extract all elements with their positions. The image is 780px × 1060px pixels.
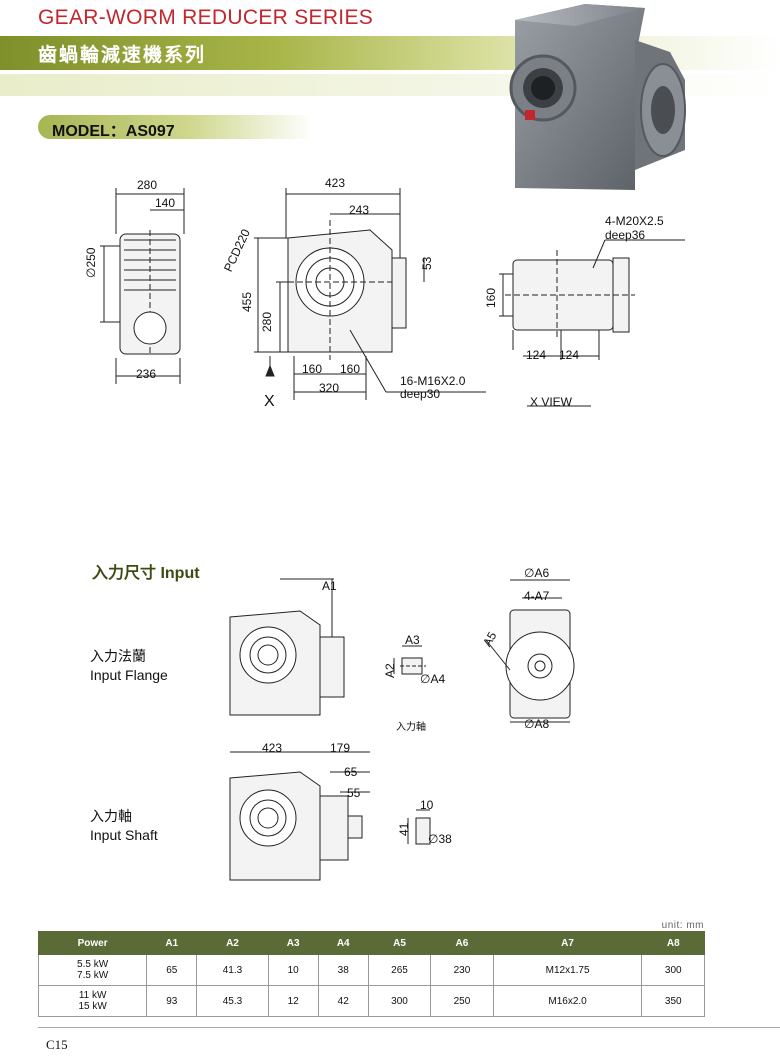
dim-dia-250: ∅250 — [84, 247, 98, 278]
table-cell: 300 — [641, 954, 705, 986]
table-cell: 300 — [367, 985, 432, 1017]
dim-320: 320 — [319, 381, 340, 395]
dim-s65: 65 — [344, 765, 358, 779]
table-cell: 350 — [641, 985, 705, 1017]
input-shaft-en: Input Shaft — [90, 827, 158, 843]
product-image — [509, 4, 686, 190]
dim-455: 455 — [240, 291, 254, 312]
dim-tap: 4-M20X2.5 — [605, 214, 664, 228]
dim-a4: ∅A4 — [420, 672, 446, 686]
title-en: GEAR-WORM REDUCER SERIES — [38, 6, 374, 29]
dim-160-left: 160 — [302, 362, 323, 376]
table-cell: M12x1.75 — [492, 954, 643, 986]
model-badge: MODEL：AS097 — [38, 115, 313, 140]
x-marker: X — [264, 393, 275, 410]
dim-bolt: 16-M16X2.0 — [400, 374, 466, 388]
front-view-drawing — [254, 188, 486, 400]
dim-160-xview: 160 — [484, 287, 498, 308]
table-cell: 65 — [146, 954, 198, 986]
dim-423: 423 — [325, 176, 346, 190]
dim-s179: 179 — [330, 741, 351, 755]
header-a8: A8 — [641, 931, 705, 955]
input-shaft-label: 入力軸 Input Shaft — [90, 807, 158, 845]
table-cell: 10 — [267, 954, 319, 986]
dim-124-left: 124 — [526, 348, 547, 362]
dim-s10: 10 — [420, 798, 434, 812]
dim-a2: A2 — [383, 663, 397, 678]
page-number: C15 — [46, 1037, 68, 1052]
table-cell: 93 — [146, 985, 198, 1017]
header-a6: A6 — [430, 931, 494, 955]
flange-end-view-drawing — [485, 579, 575, 723]
title-cn: 齒蝸輪減速機系列 — [38, 45, 207, 66]
table-header-row: Power A1 A2 A3 A4 A5 A6 A7 A8 — [37, 931, 705, 955]
dim-a8: ∅A8 — [524, 717, 550, 731]
table-cell: 265 — [367, 954, 432, 986]
header-a7: A7 — [492, 931, 643, 955]
table-cell: 12 — [267, 985, 319, 1017]
dim-a3: A3 — [405, 633, 420, 647]
table-cell: 42 — [317, 985, 369, 1017]
input-shaft-drawing — [229, 751, 370, 881]
dim-a7: 4-A7 — [524, 589, 550, 603]
power-value: 15 kW — [78, 1001, 107, 1012]
shaft-detail-drawing — [407, 809, 431, 845]
dim-280-top: 280 — [137, 178, 158, 192]
dim-a6: ∅A6 — [524, 566, 550, 580]
table-cell: 230 — [430, 954, 494, 986]
x-view-drawing — [499, 239, 685, 407]
dim-124-right: 124 — [559, 348, 580, 362]
footer-divider — [38, 1027, 780, 1028]
dim-140: 140 — [155, 196, 176, 210]
table-cell: 250 — [430, 985, 494, 1017]
power-value: 7.5 kW — [77, 970, 109, 981]
power-value: 11 kW — [78, 990, 107, 1001]
header-a4: A4 — [317, 931, 369, 955]
header-a2: A2 — [196, 931, 269, 955]
input-flange-label: 入力法蘭 Input Flange — [90, 647, 168, 685]
header-a5: A5 — [367, 931, 432, 955]
header-a3: A3 — [267, 931, 319, 955]
dim-53: 53 — [420, 256, 434, 270]
table-cell: M16x2.0 — [492, 985, 643, 1017]
table-cell: 38 — [317, 954, 369, 986]
dim-243: 243 — [349, 203, 370, 217]
input-flange-drawing — [229, 578, 345, 716]
dim-a1: A1 — [322, 579, 337, 593]
input-flange-en: Input Flange — [90, 667, 168, 683]
table-cell: 41.3 — [196, 954, 269, 986]
power-value: 5.5 kW — [77, 959, 109, 970]
dim-s423: 423 — [262, 741, 283, 755]
header-power: Power — [37, 931, 148, 955]
dim-s55: 55 — [347, 786, 361, 800]
table-cell: 45.3 — [196, 985, 269, 1017]
input-shaft-caption: 入力軸 — [396, 722, 426, 733]
dim-236: 236 — [136, 367, 157, 381]
side-view-drawing — [100, 188, 185, 384]
flange-detail-drawing — [393, 645, 426, 675]
input-heading: 入力尺寸 Input — [92, 565, 200, 582]
header-a1: A1 — [146, 931, 198, 955]
input-flange-cn: 入力法蘭 — [90, 648, 146, 664]
model-label: MODEL：AS097 — [52, 123, 175, 140]
unit-label: unit: mm — [661, 920, 704, 931]
dim-tap-deep: deep36 — [605, 228, 646, 242]
input-shaft-cn: 入力軸 — [90, 808, 132, 824]
dim-160-right: 160 — [340, 362, 361, 376]
dim-s41: 41 — [397, 822, 411, 836]
dim-bolt-deep: deep30 — [400, 387, 441, 401]
dim-280-height: 280 — [260, 311, 274, 332]
x-view-label: X VIEW — [530, 395, 573, 409]
dim-s38: ∅38 — [428, 832, 452, 846]
